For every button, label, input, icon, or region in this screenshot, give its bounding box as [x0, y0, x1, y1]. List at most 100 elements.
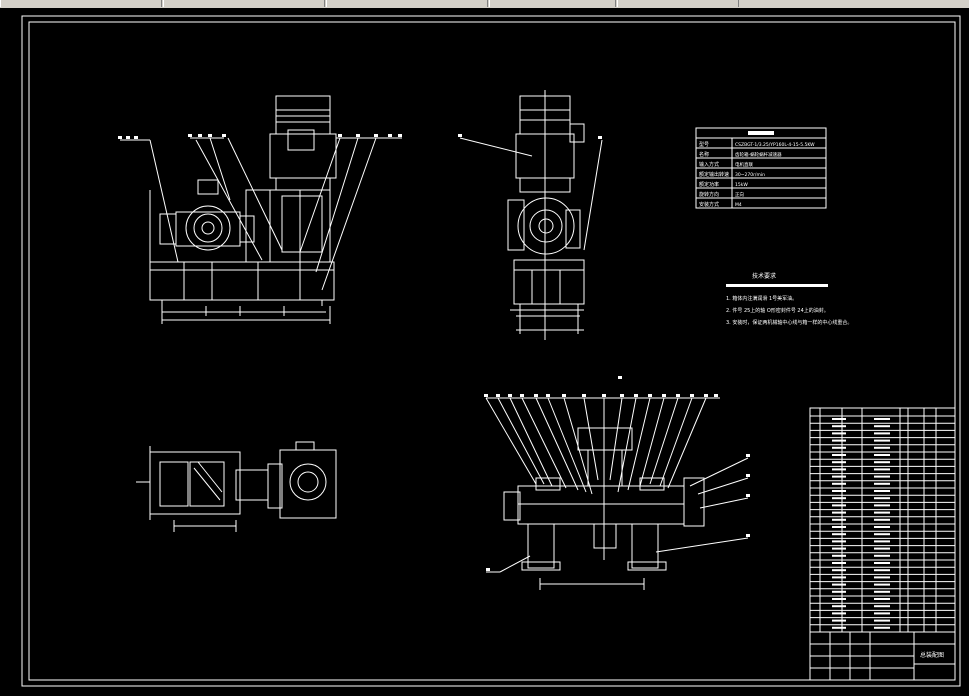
leader-callout-mark: [134, 136, 138, 139]
leader-callout-mark: [486, 568, 490, 571]
leader-callout-mark: [458, 134, 462, 137]
leader-callout-mark: [676, 394, 680, 397]
parts-list-entry-mark: [832, 526, 846, 528]
parts-list-entry-mark: [874, 540, 890, 543]
parts-list-entry-mark: [832, 418, 846, 420]
leader-callout-mark: [496, 394, 500, 397]
section-view: [485, 397, 749, 590]
spec-row-label: 额定功率: [699, 181, 719, 188]
parts-list-entry-mark: [832, 547, 846, 550]
leader-callout-mark: [714, 394, 718, 397]
leader-callout-mark: [746, 474, 750, 477]
parts-list-entry-mark: [874, 547, 890, 550]
tech-requirement-item: 2. 件号 25上的轴 O形密封件号 24上的油封。: [726, 307, 829, 314]
spec-row-value: 正向: [735, 191, 744, 198]
leader-callout-mark: [222, 134, 226, 137]
parts-list-table: 总装配图: [809, 407, 956, 681]
parts-list-entry-mark: [874, 454, 890, 456]
parts-list-entry-mark: [874, 533, 890, 536]
leader-callout-mark: [546, 394, 550, 397]
front-view: [120, 95, 402, 324]
leader-callout-mark: [662, 394, 666, 397]
parts-list-entry-mark: [874, 425, 890, 428]
parts-list-entry-mark: [832, 605, 846, 608]
parts-list-entry-mark: [832, 569, 846, 572]
spec-row-label: 型号: [699, 141, 709, 148]
parts-list-entry-mark: [832, 482, 846, 485]
spec-row-value: CSZBGT-1/3.25/YP160L-4-15-5.5KW: [735, 142, 815, 148]
spec-row-label: 名称: [699, 151, 709, 158]
toolbar-segment[interactable]: [0, 0, 162, 7]
parts-list-entry-mark: [832, 576, 846, 579]
parts-list-entry-mark: [874, 432, 890, 435]
tech-requirement-item: 3. 安装时，保证两机械轴中心线与箱一样的中心线重合。: [726, 319, 852, 326]
parts-list-entry-mark: [874, 562, 890, 564]
parts-list-entry-mark: [874, 598, 890, 600]
toolbar-segment[interactable]: [617, 0, 739, 7]
parts-list-entry-mark: [874, 526, 890, 528]
parts-list-entry-mark: [832, 562, 846, 564]
side-view: [459, 90, 603, 340]
parts-list-entry-mark: [874, 475, 890, 478]
leader-callout-mark: [374, 134, 378, 137]
leader-callout-mark: [648, 394, 652, 397]
parts-list-entry-mark: [874, 418, 890, 420]
leader-callout-mark: [484, 394, 488, 397]
parts-list-entry-mark: [832, 518, 846, 521]
leader-callout-mark: [534, 394, 538, 397]
leader-callout-mark: [356, 134, 360, 137]
leader-callout-mark: [582, 394, 586, 397]
drawing-name: 总装配图: [920, 651, 944, 659]
parts-list-entry-mark: [832, 446, 846, 449]
spec-row-label: 旋转方向: [699, 191, 719, 198]
parts-list-entry-mark: [874, 605, 890, 608]
parts-list-entry-mark: [874, 612, 890, 615]
parts-list-entry-mark: [874, 590, 890, 593]
parts-list-entry-mark: [832, 511, 846, 514]
leader-callout-mark: [602, 394, 606, 397]
inner-frame: [28, 21, 956, 681]
parts-list-entry-mark: [874, 576, 890, 579]
parts-list-entry-mark: [832, 590, 846, 593]
parts-list-entry-mark: [832, 468, 846, 471]
parts-list-entry-mark: [832, 439, 846, 442]
parts-list-entry-mark: [832, 554, 846, 557]
parts-list-entry-mark: [832, 504, 846, 507]
parts-list-entry-mark: [874, 554, 890, 557]
parts-list-entry-mark: [874, 497, 890, 500]
parts-list-entry-mark: [874, 504, 890, 507]
leader-callout-mark: [188, 134, 192, 137]
parts-list-entry-mark: [874, 583, 890, 586]
parts-list-entry-mark: [832, 461, 846, 464]
parts-list-entry-mark: [874, 619, 890, 622]
leader-callout-mark: [338, 134, 342, 137]
leader-callout-mark: [198, 134, 202, 137]
leader-callout-mark: [704, 394, 708, 397]
parts-list-entry-mark: [874, 461, 890, 464]
spec-row-value: M4: [735, 202, 742, 208]
leader-callout-mark: [746, 534, 750, 537]
leader-callout-mark: [598, 136, 602, 139]
leader-callout-mark: [746, 494, 750, 497]
leader-callout-mark: [562, 394, 566, 397]
spec-row-value: 15kW: [735, 182, 748, 188]
tech-requirement-item: 1. 箱体内注满润滑 1号美军油。: [726, 295, 797, 302]
leader-callout-mark: [620, 394, 624, 397]
leader-callout-mark: [388, 134, 392, 137]
parts-list-entry-mark: [832, 533, 846, 536]
toolbar-segment[interactable]: [163, 0, 325, 7]
spec-row-value: 电机直联: [735, 161, 753, 168]
toolbar-segment[interactable]: [489, 0, 616, 7]
outer-frame: [21, 15, 961, 687]
parts-list-entry-mark: [832, 598, 846, 600]
leader-callout-mark: [208, 134, 212, 137]
parts-list-entry-mark: [874, 490, 890, 492]
parts-list-entry-mark: [832, 619, 846, 622]
tech-requirements-title: 技术要求: [752, 272, 776, 280]
leader-callout-mark: [618, 376, 622, 379]
parts-list-entry-mark: [832, 497, 846, 500]
toolbar-segment[interactable]: [326, 0, 488, 7]
parts-list-entry-mark: [874, 446, 890, 449]
